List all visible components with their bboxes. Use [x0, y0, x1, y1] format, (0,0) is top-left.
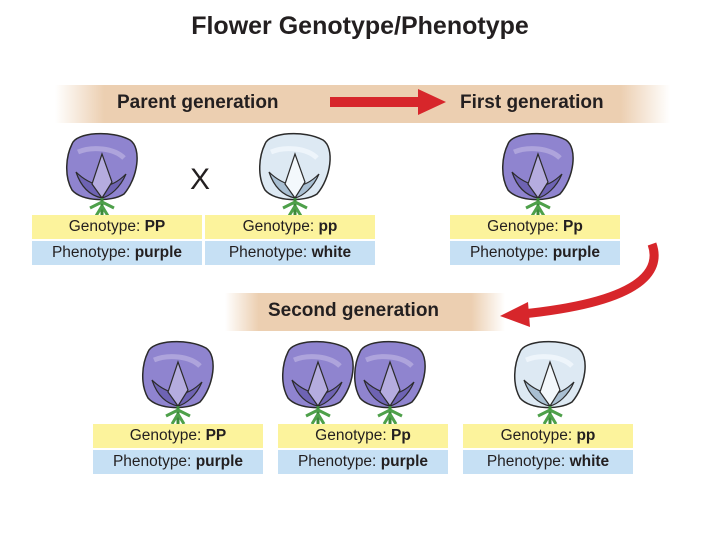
- cross-symbol: X: [190, 163, 211, 196]
- arrow-curved: [500, 242, 659, 327]
- label-second-3: Genotype: pp Phenotype: white: [463, 424, 633, 474]
- purple-flower-parent-1: [62, 132, 142, 223]
- white-flower-second-3: [510, 340, 590, 431]
- label-parent-2: Genotype: pp Phenotype: white: [205, 215, 375, 265]
- purple-flower-first-1: [498, 132, 578, 223]
- band-second: [225, 293, 505, 331]
- second-generation-label: Second generation: [268, 300, 440, 321]
- parent-generation-label: Parent generation: [117, 92, 279, 113]
- purple-flower-second-2-1: [278, 340, 358, 431]
- label-parent-1: Genotype: PP Phenotype: purple: [32, 215, 202, 265]
- label-second-1: Genotype: PP Phenotype: purple: [93, 424, 263, 474]
- arrow-right: [330, 89, 446, 115]
- page-title: Flower Genotype/Phenotype: [191, 12, 529, 40]
- label-first-1: Genotype: Pp Phenotype: purple: [450, 215, 620, 265]
- purple-flower-second-2-2: [350, 340, 430, 431]
- label-second-2: Genotype: Pp Phenotype: purple: [278, 424, 448, 474]
- first-generation-label: First generation: [460, 92, 604, 113]
- white-flower-parent-2: [255, 132, 335, 223]
- purple-flower-second-1: [138, 340, 218, 431]
